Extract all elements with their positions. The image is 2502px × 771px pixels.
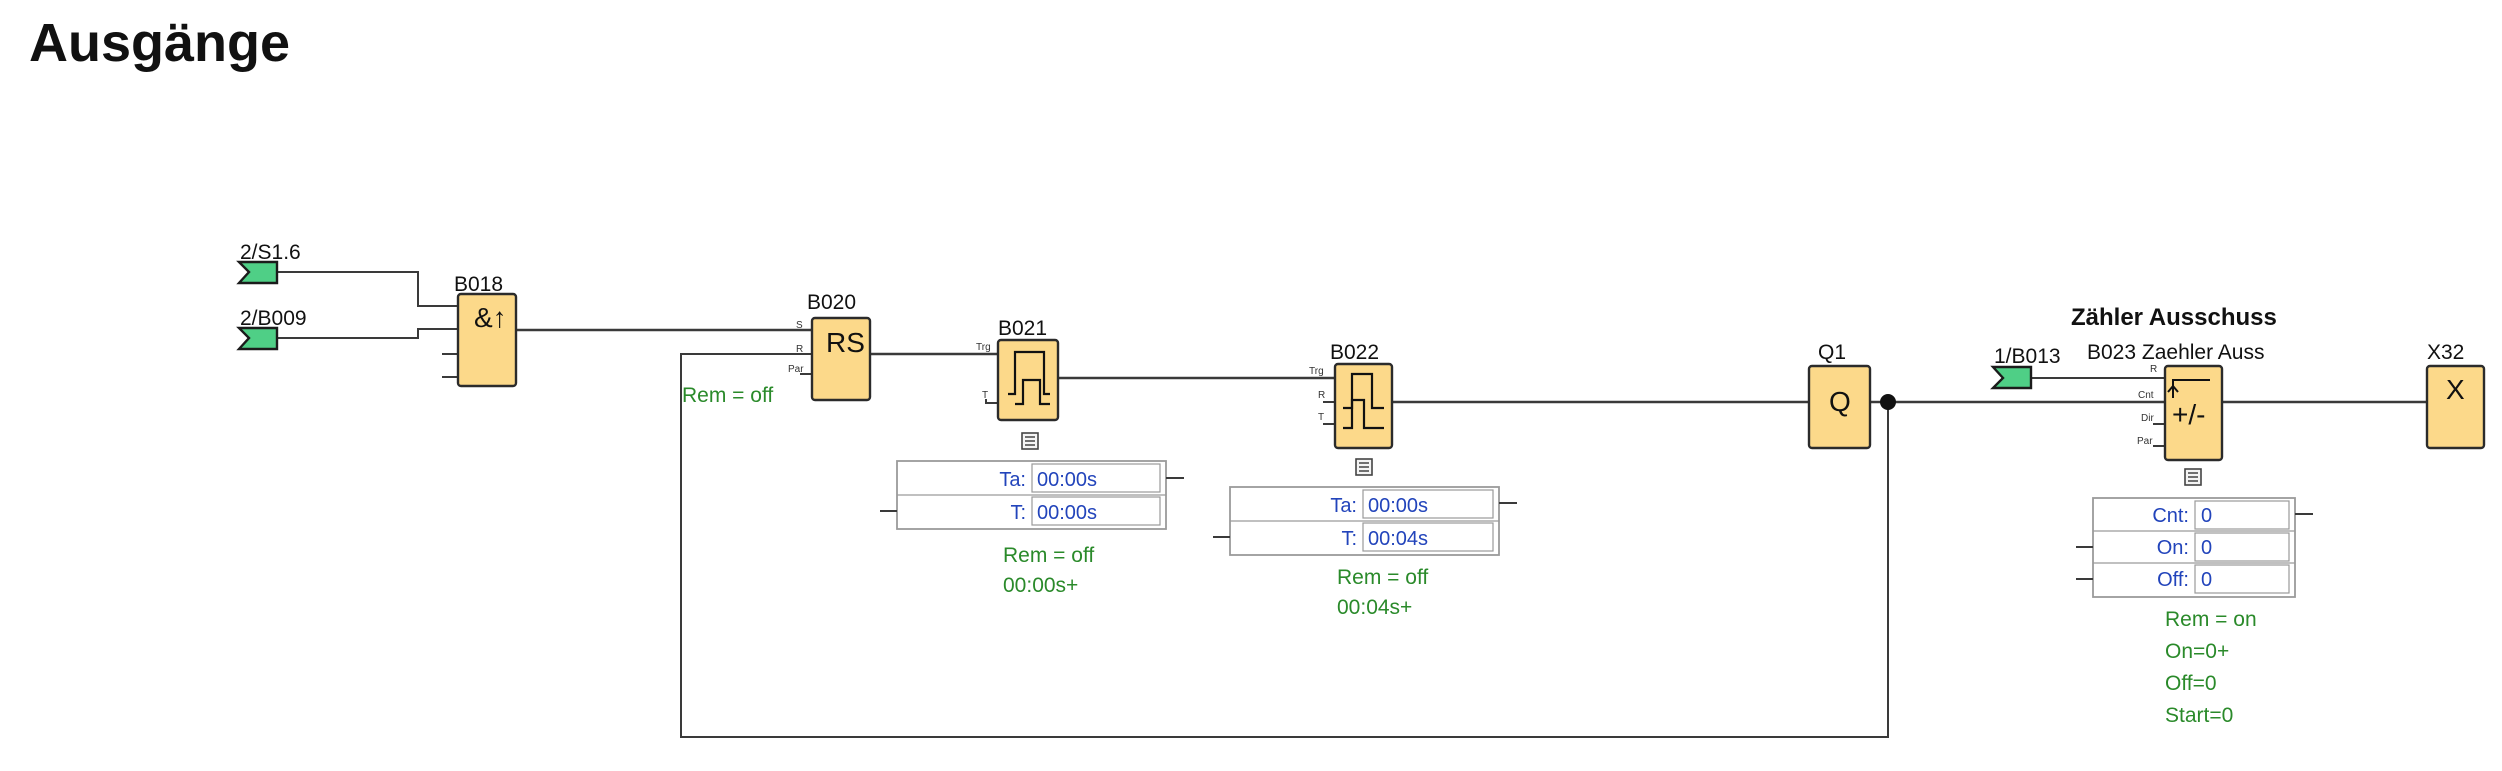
param-value-cell (2194, 564, 2290, 594)
input-b013[interactable]: 1/B013 (1990, 345, 2061, 390)
param-label: T: (1010, 502, 1026, 524)
input-label: 1/B013 (1994, 345, 2061, 368)
block-symbol: Q (1829, 386, 1851, 417)
counter-symbol-icon (2167, 379, 2210, 398)
block-name: X32 (2427, 341, 2464, 364)
block-info: Start=0 (2165, 704, 2233, 727)
block-name: B023 Zaehler Auss (2087, 341, 2264, 364)
param-value[interactable]: 00:00s (1037, 502, 1097, 524)
param-label: On: (2157, 537, 2189, 559)
block-b021[interactable]: B021 Trg T Ta: 00:00s T: 00:00s Rem = of… (880, 317, 1184, 597)
param-value[interactable]: 0 (2201, 537, 2212, 559)
block-rem: Rem = off (1003, 544, 1094, 567)
wire-feedback-loop (680, 353, 1889, 738)
input-label: 2/S1.6 (240, 241, 301, 264)
pin-label: Par (788, 364, 804, 375)
block-info: On=0+ (2165, 640, 2229, 663)
input-flag-icon (1990, 365, 2033, 390)
block-symbol: +/- (2172, 399, 2205, 430)
block-time: 00:00s+ (1003, 574, 1078, 597)
input-flag-icon (236, 326, 279, 351)
block-name: Q1 (1818, 341, 1846, 364)
pulse-symbol-icon (1343, 372, 1384, 410)
pulse-symbol-icon (1015, 378, 1050, 406)
block-symbol: X (2446, 374, 2465, 405)
wires (270, 271, 2427, 738)
param-value[interactable]: 00:00s (1368, 495, 1428, 517)
block-info: Off=0 (2165, 672, 2217, 695)
wire-b021-t-stub (985, 399, 998, 404)
param-label: Off: (2157, 569, 2189, 591)
block-rem: Rem = off (1337, 566, 1428, 589)
block-q1[interactable]: Q1 Q (1807, 341, 1872, 450)
block-symbol: RS (826, 327, 865, 358)
param-value-cell (2194, 532, 2290, 562)
input-flag-icon (236, 260, 279, 285)
block-body (2163, 364, 2224, 462)
pulse-symbol-icon (1008, 350, 1050, 396)
block-time: 00:04s+ (1337, 596, 1412, 619)
comment-label: Zähler Ausschuss (2071, 304, 2277, 331)
pin-label: T (1318, 412, 1324, 423)
pin-label: Cnt (2138, 390, 2154, 401)
param-label: T: (1341, 528, 1357, 550)
param-value[interactable]: 0 (2201, 569, 2212, 591)
param-value-cell (2194, 500, 2290, 530)
param-value[interactable]: 0 (2201, 505, 2212, 527)
input-label: 2/B009 (240, 307, 307, 330)
block-menu-icon-lines (1359, 462, 1369, 472)
param-label: Ta: (1330, 495, 1357, 517)
param-value-cell (1031, 463, 1161, 493)
page-title: Ausgänge (29, 13, 291, 73)
pin-label: Dir (2141, 413, 2154, 424)
pin-label: S (796, 320, 803, 331)
block-rem: Rem = off (682, 384, 773, 407)
input-b009[interactable]: 2/B009 (236, 307, 307, 351)
pin-label: Trg (1309, 366, 1324, 377)
junction-dot (1880, 394, 1896, 410)
block-x32[interactable]: X32 X (2425, 341, 2486, 450)
pin-label: T (982, 390, 988, 401)
input-s16[interactable]: 2/S1.6 (236, 241, 301, 285)
param-value[interactable]: 00:00s (1037, 469, 1097, 491)
block-rem: Rem = on (2165, 608, 2257, 631)
block-symbol: &↑ (474, 302, 507, 333)
param-label: Ta: (999, 469, 1026, 491)
block-name: B021 (998, 317, 1047, 340)
pin-label: R (2150, 364, 2157, 375)
param-value-cell (1031, 496, 1161, 526)
param-label: Cnt: (2152, 505, 2189, 527)
block-menu-icon-lines (1025, 436, 1035, 446)
block-b023[interactable]: B023 Zaehler Auss +/- R Cnt Dir Par Cnt:… (2076, 341, 2313, 727)
block-b020[interactable]: B020 RS S R Par Rem = off (682, 291, 872, 407)
block-body (456, 292, 518, 388)
param-value-cell (1362, 489, 1494, 519)
block-menu-icon-lines (2188, 472, 2198, 482)
block-body (2425, 364, 2486, 450)
block-name: B018 (454, 273, 503, 296)
pulse-symbol-icon (1343, 398, 1384, 430)
pin-label: Trg (976, 342, 991, 353)
wire-b009-b018 (270, 328, 458, 339)
param-value-cell (1362, 522, 1494, 552)
block-b018[interactable]: B018 &↑ (454, 273, 518, 388)
wire-s16-b018 (270, 271, 458, 307)
block-b022[interactable]: B022 Trg R T Ta: 00:00s T: 00:04s Rem = … (1213, 341, 1517, 619)
block-name: B022 (1330, 341, 1379, 364)
block-name: B020 (807, 291, 856, 314)
block-body (810, 316, 872, 402)
param-value[interactable]: 00:04s (1368, 528, 1428, 550)
pin-label: R (796, 344, 803, 355)
pin-label: Par (2137, 436, 2153, 447)
pin-label: R (1318, 390, 1325, 401)
block-body (1807, 364, 1872, 450)
